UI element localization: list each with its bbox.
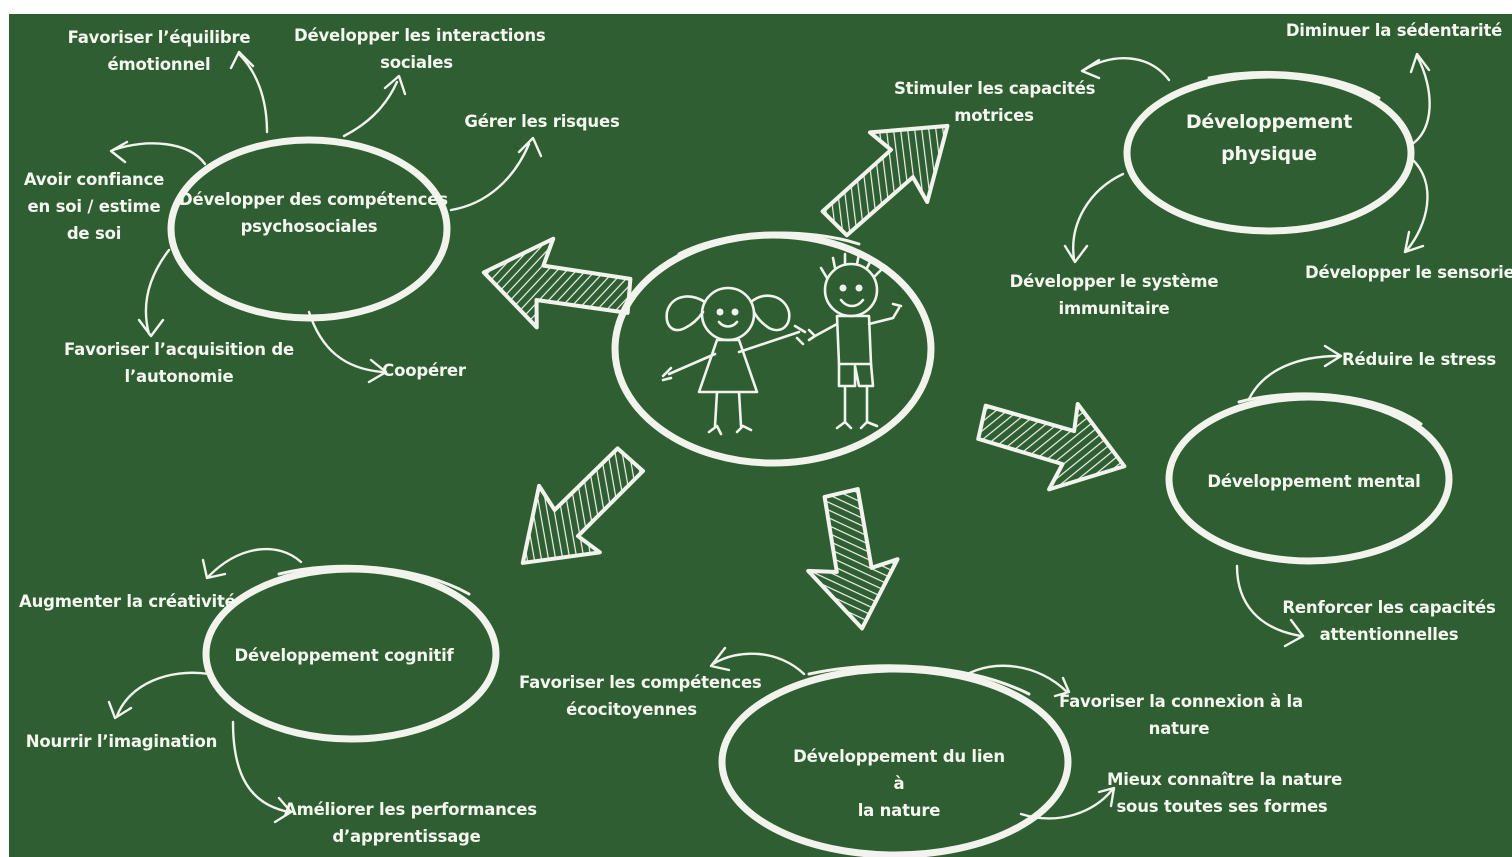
physical-hub-label: Développement physique xyxy=(1159,106,1379,170)
leaf-sensory-line-1: Développer le sensoriel xyxy=(1305,263,1512,282)
arrow-to-nature xyxy=(806,487,900,631)
leaf-self-confidence-line-3: de soi xyxy=(66,224,122,243)
leaf-learning: Améliorer les performances d’apprentissa… xyxy=(284,796,537,850)
arrow-to-psychosocial xyxy=(481,236,633,330)
leaf-social-interactions-line-2: sociales xyxy=(380,53,453,72)
leaf-social-interactions: Développer les interactions sociales xyxy=(294,22,546,76)
nature-hub-label: Développement du lien à la nature xyxy=(779,743,1019,824)
leaf-learning-line-2: d’apprentissage xyxy=(332,827,481,846)
chalk-drawing-layer xyxy=(107,50,1453,857)
leaf-sedentary: Diminuer la sédentarité xyxy=(1284,17,1504,44)
leaf-nature-connection-line-2: nature xyxy=(1148,719,1210,738)
leaf-eco-citizen-line-1: Favoriser les compétences xyxy=(519,673,762,692)
leaf-motor-skills: Stimuler les capacités motrices xyxy=(894,75,1096,129)
cognitive-hub-ellipse xyxy=(202,565,500,743)
connector-arrows xyxy=(107,50,1431,824)
leaf-autonomy: Favoriser l’acquisition de l’autonomie xyxy=(64,336,294,390)
physical-hub-line-2: physique xyxy=(1221,143,1317,165)
leaf-autonomy-line-2: l’autonomie xyxy=(124,367,234,386)
leaf-stress-line-1: Réduire le stress xyxy=(1341,350,1497,369)
leaf-creativity-line-1: Augmenter la créativité xyxy=(19,592,236,611)
leaf-creativity: Augmenter la créativité xyxy=(19,588,236,615)
leaf-immune-system-line-2: immunitaire xyxy=(1058,299,1170,318)
leaf-motor-skills-line-1: Stimuler les capacités xyxy=(894,79,1096,98)
leaf-social-interactions-line-1: Développer les interactions xyxy=(294,26,546,45)
leaf-motor-skills-line-2: motrices xyxy=(954,106,1034,125)
leaf-imagination: Nourrir l’imagination xyxy=(24,728,219,755)
leaf-attention: Renforcer les capacités attentionnelles xyxy=(1279,594,1499,648)
leaf-self-confidence-line-2: en soi / estime xyxy=(27,197,161,216)
leaf-eco-citizen: Favoriser les compétences écocitoyennes xyxy=(519,669,762,723)
leaf-imagination-line-1: Nourrir l’imagination xyxy=(25,732,218,751)
mental-hub-ellipse xyxy=(1165,393,1453,565)
nature-hub-line-2: à xyxy=(893,774,905,793)
cognitive-hub-line-1: Développement cognitif xyxy=(234,646,454,665)
nature-hub-line-1: Développement du lien xyxy=(793,747,1005,766)
leaf-emotional-balance: Favoriser l’équilibre émotionnel xyxy=(59,24,259,78)
leaf-immune-system: Développer le système immunitaire xyxy=(1004,268,1224,322)
children-illustration xyxy=(661,252,903,436)
physical-hub-ellipse xyxy=(1123,71,1415,235)
leaf-learning-line-1: Améliorer les performances xyxy=(284,800,537,819)
mental-hub-line-1: Développement mental xyxy=(1207,472,1421,491)
center-hub-ellipse xyxy=(611,231,935,467)
arrow-to-motor-skills xyxy=(820,123,950,238)
chalkboard-diagram: Développer des compétences psychosociale… xyxy=(9,14,1512,857)
leaf-know-nature-line-2: sous toutes ses formes xyxy=(1116,797,1328,816)
leaf-autonomy-line-1: Favoriser l’acquisition de xyxy=(64,340,294,359)
leaf-manage-risks-line-1: Gérer les risques xyxy=(464,112,620,131)
leaf-manage-risks: Gérer les risques xyxy=(457,108,627,135)
physical-hub-line-1: Développement xyxy=(1185,111,1353,133)
leaf-nature-connection: Favoriser la connexion à la nature xyxy=(1059,688,1303,742)
mental-hub-label: Développement mental xyxy=(1199,468,1429,495)
leaf-emotional-balance-line-1: Favoriser l’équilibre xyxy=(67,28,251,47)
psychosocial-hub-line-2: psychosociales xyxy=(240,217,378,236)
arrow-to-mental xyxy=(976,401,1127,492)
leaf-know-nature: Mieux connaître la nature sous toutes se… xyxy=(1107,766,1343,820)
nature-hub-line-3: la nature xyxy=(857,801,941,820)
leaf-know-nature-line-1: Mieux connaître la nature xyxy=(1107,770,1343,789)
leaf-cooperate-line-1: Coopérer xyxy=(382,361,466,380)
leaf-stress: Réduire le stress xyxy=(1339,346,1499,373)
leaf-attention-line-2: attentionnelles xyxy=(1319,625,1459,644)
leaf-cooperate: Coopérer xyxy=(379,357,469,384)
leaf-eco-citizen-line-2: écocitoyennes xyxy=(566,700,697,719)
hub-ellipses xyxy=(167,71,1453,857)
leaf-sensory: Développer le sensoriel xyxy=(1305,259,1512,286)
cognitive-hub-label: Développement cognitif xyxy=(219,642,469,669)
leaf-emotional-balance-line-2: émotionnel xyxy=(107,55,211,74)
arrow-to-cognitive xyxy=(520,446,646,565)
psychosocial-hub-line-1: Développer des compétences xyxy=(179,190,448,209)
leaf-nature-connection-line-1: Favoriser la connexion à la xyxy=(1059,692,1303,711)
psychosocial-hub-label: Développer des compétences psychosociale… xyxy=(179,186,448,240)
block-arrows xyxy=(481,123,1127,631)
leaf-attention-line-1: Renforcer les capacités xyxy=(1282,598,1496,617)
nature-hub-ellipse xyxy=(718,665,1072,857)
leaf-sedentary-line-1: Diminuer la sédentarité xyxy=(1285,21,1503,40)
leaf-self-confidence-line-1: Avoir confiance xyxy=(23,170,165,189)
leaf-self-confidence: Avoir confiance en soi / estime de soi xyxy=(19,166,169,247)
leaf-immune-system-line-1: Développer le système xyxy=(1009,272,1219,291)
